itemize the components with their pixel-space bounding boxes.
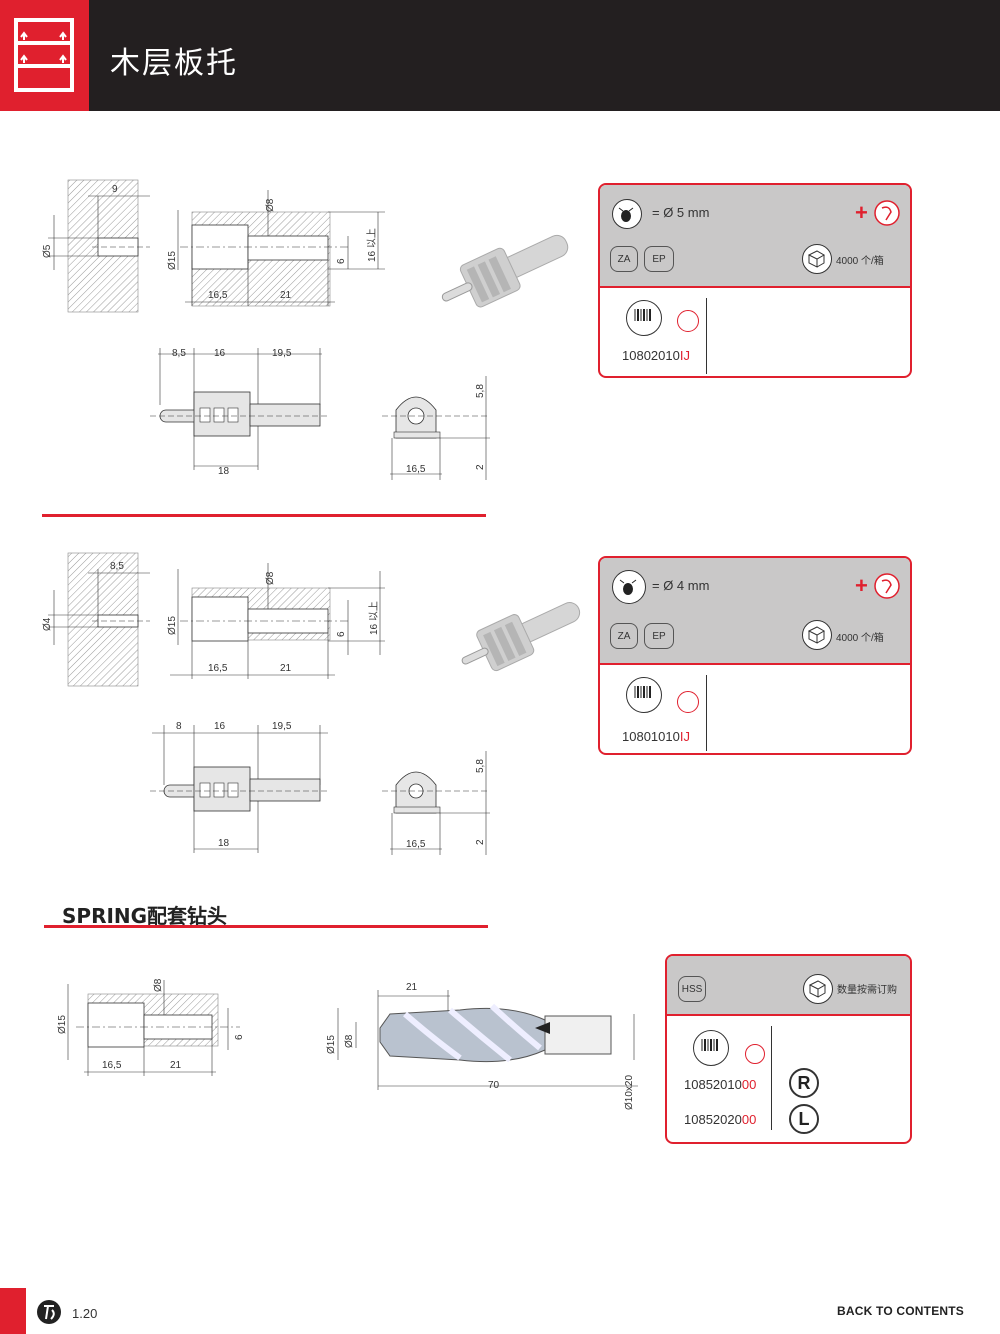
product-card-1: = Ø 5 mm + ZA EP 4000 个/箱 10802010IJ: [598, 183, 912, 378]
dim-label: Ø8: [344, 1034, 355, 1048]
barcode-icon: [626, 300, 662, 336]
product-code: 1085201000: [684, 1077, 757, 1092]
drawing-drill: Ø15 Ø8 16,5 21 6 21 Ø15 Ø8 70 Ø10x20: [57, 978, 638, 1110]
dim-label: 16: [214, 348, 226, 359]
page-number: 1.20: [72, 1306, 98, 1321]
dim-label: Ø15: [57, 1015, 68, 1034]
shelf-support-product-image: [461, 602, 581, 672]
barcode-icon: [693, 1030, 729, 1066]
drill-diameter: = Ø 4 mm: [652, 578, 710, 593]
divider: [771, 1026, 772, 1130]
dim-label: 6: [234, 1034, 245, 1040]
page-header: 木层板托: [0, 0, 1000, 111]
divider: [706, 675, 707, 751]
ep-badge: EP: [644, 623, 674, 649]
dim-label: 21: [280, 290, 292, 301]
dim-label: Ø15: [167, 251, 178, 270]
za-badge: ZA: [610, 246, 638, 272]
dim-label: 18: [218, 838, 230, 849]
left-hand-badge: L: [789, 1104, 819, 1134]
svg-text:+: +: [855, 200, 868, 225]
dim-label: 18: [218, 466, 230, 477]
dim-label: Ø8: [153, 978, 164, 992]
shelf-icon: [0, 0, 89, 111]
product-card-2: = Ø 4 mm + ZA EP 4000 个/箱 10801010IJ: [598, 556, 912, 755]
drill-bit-icon: [612, 199, 642, 229]
dim-label: Ø5: [42, 244, 53, 258]
section-divider: [44, 925, 488, 928]
card-code-area: 1085201000 1085202000 R L: [667, 1014, 910, 1142]
card-code-area: 10802010IJ: [600, 286, 910, 376]
dim-label: 6: [336, 631, 347, 637]
dim-label: 8,5: [110, 561, 124, 572]
box-icon: [803, 974, 833, 1004]
dim-label: Ø4: [42, 617, 53, 631]
dim-label: 16,5: [208, 663, 228, 674]
dim-label: 21: [406, 982, 418, 993]
dim-label: 2: [475, 464, 486, 470]
right-hand-badge: R: [789, 1068, 819, 1098]
dim-label: 9: [112, 184, 118, 195]
dim-label: 8,5: [172, 348, 186, 359]
hss-badge: HSS: [678, 976, 706, 1002]
dim-label: Ø15: [167, 616, 178, 635]
svg-text:+: +: [855, 573, 868, 598]
plus-screw-icon: +: [855, 200, 900, 226]
screw-red-icon: [745, 1044, 765, 1064]
divider: [706, 298, 707, 374]
dim-label: 8: [176, 721, 182, 732]
drill-bit-icon: [612, 570, 646, 604]
drill-diameter: = Ø 5 mm: [652, 205, 710, 220]
section-divider: [42, 514, 486, 517]
dim-label: 16,5: [102, 1060, 122, 1071]
product-code: 1085202000: [684, 1112, 757, 1127]
dim-label: 19,5: [272, 348, 292, 359]
dim-label: Ø8: [265, 571, 276, 585]
dim-label: 21: [280, 663, 292, 674]
dim-label: Ø10x20: [624, 1075, 635, 1110]
pack-quantity: 4000 个/箱: [836, 256, 884, 267]
card-spec-area: HSS 数量按需订购: [667, 956, 910, 1014]
barcode-icon: [626, 677, 662, 713]
footer-accent: [0, 1288, 26, 1334]
dim-label: 5,8: [475, 384, 486, 398]
product-code: 10801010IJ: [622, 729, 690, 744]
back-to-contents-link[interactable]: BACK TO CONTENTS: [837, 1304, 964, 1318]
card-code-area: 10801010IJ: [600, 663, 910, 753]
dim-label: 16,5: [406, 839, 426, 850]
dim-label: Ø8: [265, 198, 276, 212]
dim-label: 19,5: [272, 721, 292, 732]
dim-label: 21: [170, 1060, 182, 1071]
drawing-block2: 8,5 Ø4 Ø15 Ø8 16,5 21 6 16 以上 8 16 19,5 …: [42, 552, 490, 855]
dim-label: 16: [214, 721, 226, 732]
drawing-block1: 9 Ø5 Ø15 Ø8 16,5 21 6 16 以上 8,5 16 19,5 …: [42, 179, 490, 480]
section-title: SPRING配套钻头: [62, 904, 228, 928]
dim-label: 70: [488, 1080, 500, 1091]
page-title: 木层板托: [110, 46, 238, 81]
dim-label: Ø15: [326, 1035, 337, 1054]
card-spec-area: = Ø 4 mm + ZA EP 4000 个/箱: [600, 558, 910, 663]
dim-label: 6: [336, 258, 347, 264]
product-card-drill: HSS 数量按需订购 1085201000 1085202000 R L: [665, 954, 912, 1144]
box-icon: [802, 620, 832, 650]
dim-label: 16 以上: [366, 228, 378, 262]
dim-label: 5,8: [475, 759, 486, 773]
plus-screw-icon: +: [855, 573, 900, 599]
pack-quantity: 数量按需订购: [837, 985, 897, 996]
dim-label: 16,5: [208, 290, 228, 301]
screw-red-icon: [677, 691, 699, 713]
shelf-support-product-image: [441, 234, 569, 308]
screw-red-icon: [677, 310, 699, 332]
dim-label: 16,5: [406, 464, 426, 475]
product-code: 10802010IJ: [622, 348, 690, 363]
pack-quantity: 4000 个/箱: [836, 633, 884, 644]
ep-badge: EP: [644, 246, 674, 272]
dim-label: 16 以上: [368, 601, 380, 635]
za-badge: ZA: [610, 623, 638, 649]
dim-label: 2: [475, 839, 486, 845]
brand-logo-icon: [37, 1300, 61, 1324]
box-icon: [802, 244, 832, 274]
card-spec-area: = Ø 5 mm + ZA EP 4000 个/箱: [600, 185, 910, 286]
